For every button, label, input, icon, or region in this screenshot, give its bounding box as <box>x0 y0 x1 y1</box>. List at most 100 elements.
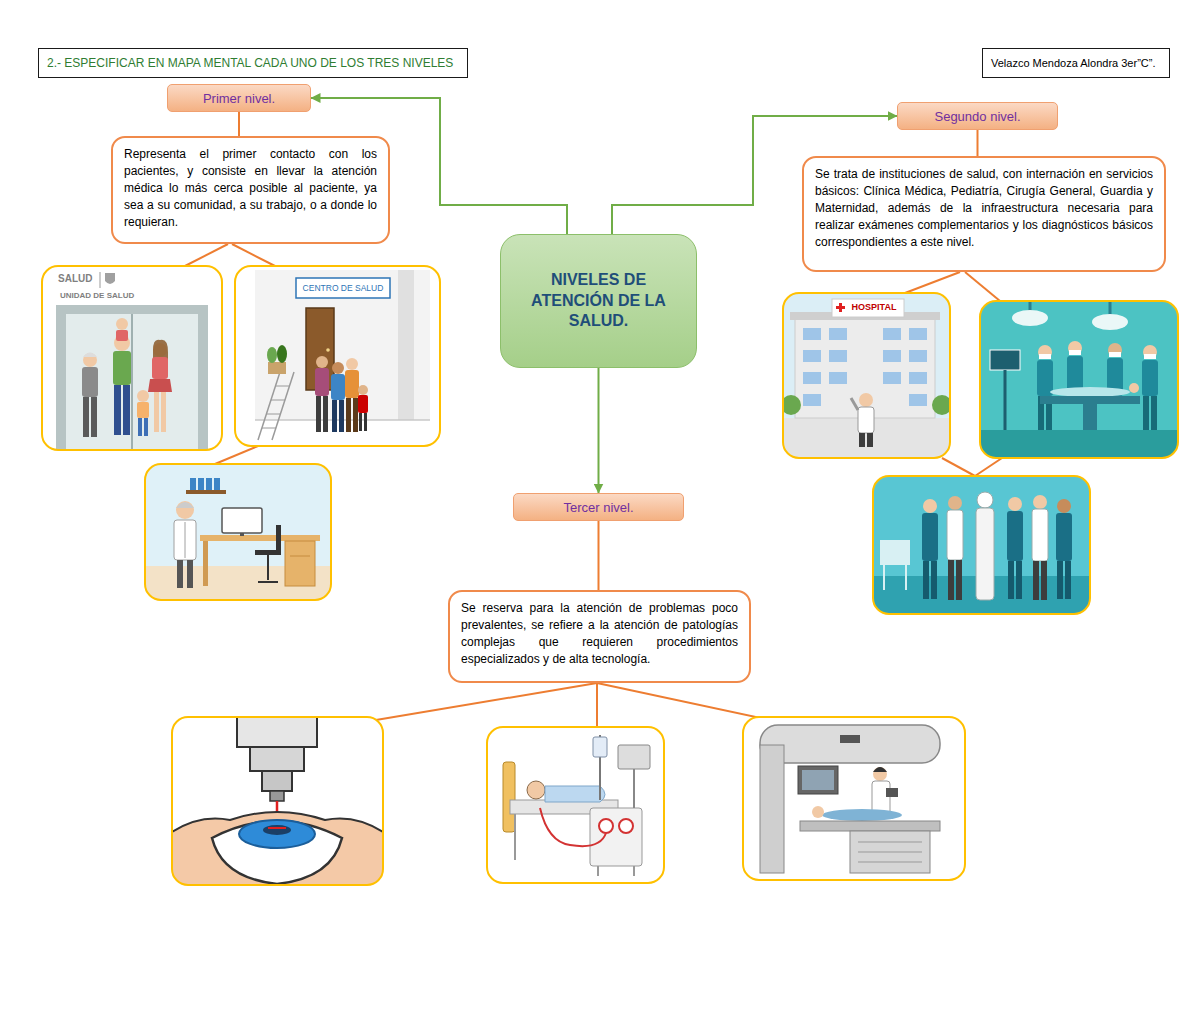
illustration-circle <box>527 781 545 799</box>
illustration-rect <box>398 270 414 420</box>
illustration-circle <box>137 390 149 402</box>
illustration-rect <box>172 717 383 885</box>
illustration-line <box>858 862 922 863</box>
illustration-rect <box>296 278 390 298</box>
illustration-rect <box>923 561 929 599</box>
illustration-rect <box>91 397 97 437</box>
node-text: Velazco Mendoza Alondra 3er”C”. <box>991 57 1155 69</box>
illustration-rect <box>590 808 642 866</box>
illustration-ellipse <box>822 809 902 821</box>
illustration-rect <box>270 791 284 801</box>
illustration-rect <box>886 788 898 797</box>
illustration-rect <box>144 418 148 436</box>
illustration-rect <box>161 392 166 432</box>
illustration-circle <box>783 395 801 415</box>
illustration-circle <box>1057 499 1071 513</box>
illustration-rect <box>922 513 938 561</box>
illustration-rect <box>123 385 130 435</box>
illustration-path <box>176 502 194 508</box>
illustration-line <box>514 814 516 860</box>
illustration-circle <box>83 353 97 367</box>
illustration-rect <box>1037 360 1053 396</box>
laser-eye-picture <box>172 712 383 890</box>
illustration-rect <box>1040 396 1140 404</box>
illustration-line <box>858 852 922 853</box>
illustration-rect <box>850 831 930 873</box>
illustration-rect <box>1033 561 1039 600</box>
illustration-circle <box>1008 497 1022 511</box>
illustration-rect <box>237 717 317 747</box>
illustration-rect <box>1016 561 1022 599</box>
illustration-circle <box>859 393 873 407</box>
illustration-line <box>975 458 1002 476</box>
picture-label: CENTRO DE SALUD <box>296 284 390 293</box>
illustration-rect <box>268 362 286 374</box>
level-heading: Tercer nivel. <box>513 493 684 521</box>
illustration-line <box>1109 301 1112 316</box>
illustration-rect <box>883 350 901 362</box>
radiotherapy-picture <box>743 717 965 880</box>
illustration-rect <box>138 418 142 436</box>
illustration-rect <box>116 330 128 341</box>
illustration-circle <box>599 819 613 833</box>
illustration-rect <box>137 402 149 418</box>
illustration-rect <box>618 745 650 769</box>
illustration-rect <box>1142 360 1158 396</box>
picture-label: SALUD <box>58 274 92 284</box>
node-text: Se reserva para la atención de problemas… <box>461 600 738 668</box>
illustration-line <box>290 556 310 557</box>
illustration-rect <box>235 266 440 446</box>
illustration-circle <box>1068 341 1082 355</box>
illustration-rect <box>487 727 664 883</box>
illustration-rect <box>980 430 1178 458</box>
illustration-rect <box>760 745 784 873</box>
illustration-g <box>783 299 950 458</box>
illustration-rect <box>1083 404 1097 430</box>
illustration-circle <box>619 819 633 833</box>
illustration-rect <box>976 508 994 600</box>
illustration-ellipse <box>1012 310 1048 326</box>
illustration-rect <box>829 350 847 362</box>
node-text: Tercer nivel. <box>563 500 633 515</box>
illustration-rect <box>174 520 196 560</box>
illustration-rect <box>83 397 89 437</box>
illustration-rect <box>276 525 281 552</box>
illustration-rect <box>909 328 927 340</box>
illustration-ellipse <box>267 347 277 363</box>
health-center-picture <box>235 266 440 446</box>
illustration-rect <box>315 368 329 396</box>
illustration-rect <box>829 372 847 384</box>
illustration-ellipse <box>1050 387 1130 397</box>
illustration-rect <box>839 303 842 312</box>
illustration-rect <box>82 367 98 397</box>
illustration-line <box>596 683 598 727</box>
illustration-rect <box>802 770 834 790</box>
connector <box>598 368 600 493</box>
illustration-rect <box>262 771 292 791</box>
illustration-rect <box>909 372 927 384</box>
illustration-line <box>965 272 1000 301</box>
illustration-rect <box>1008 561 1014 599</box>
illustration-rect <box>359 413 362 431</box>
illustration-rect <box>947 510 963 560</box>
illustration-rect <box>1041 561 1047 600</box>
illustration-rect <box>1144 354 1156 359</box>
illustration-rect <box>42 266 222 450</box>
illustration-rect <box>1065 561 1071 599</box>
central-topic: NIVELES DE ATENCIÓN DE LA SALUD. <box>500 234 697 368</box>
illustration-g <box>255 270 430 440</box>
illustration-line <box>185 244 228 266</box>
illustration-g <box>760 725 940 873</box>
illustration-rect <box>803 372 821 384</box>
illustration-rect <box>1007 511 1023 561</box>
illustration-rect <box>285 541 315 586</box>
illustration-rect <box>832 299 904 317</box>
illustration-rect <box>240 533 244 536</box>
level-heading: Segundo nivel. <box>897 102 1058 130</box>
illustration-rect <box>1151 396 1157 430</box>
illustration-rect <box>880 540 910 565</box>
illustration-rect <box>859 433 865 447</box>
illustration-line <box>905 565 907 590</box>
